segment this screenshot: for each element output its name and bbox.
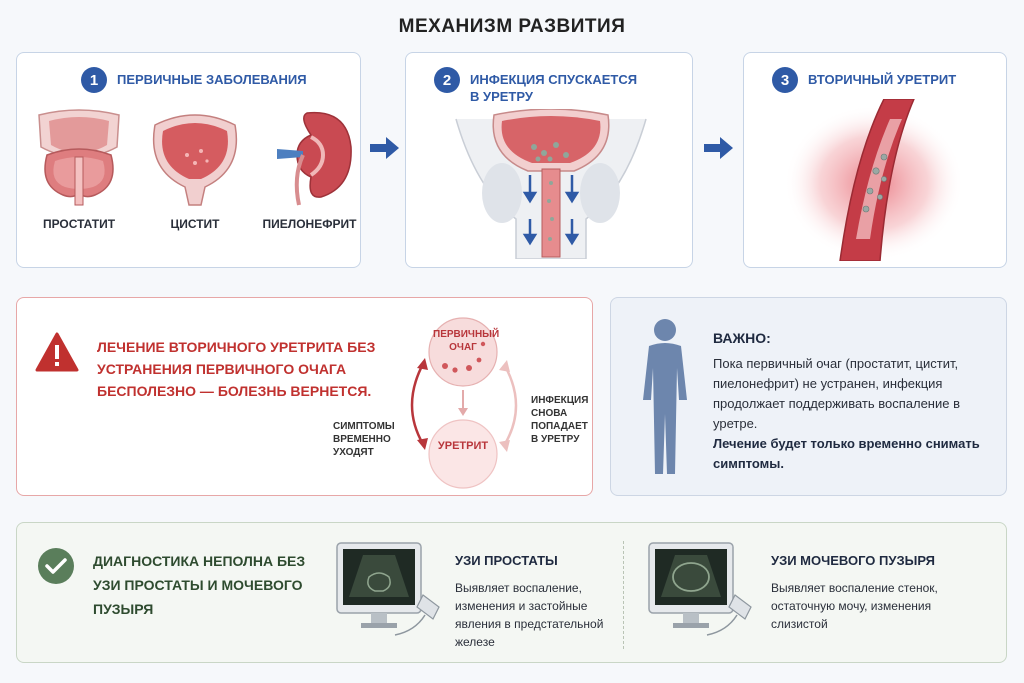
ultrasound-monitor-icon [648, 542, 752, 636]
secondary-urethritis-panel: 3 ВТОРИЧНЫЙ УРЕТРИТ [743, 52, 1007, 268]
prostate-ultrasound-body: Выявляет воспаление, изменения и застойн… [455, 581, 604, 649]
cycle-primary-focus-label: ПЕРВИЧНЫЙ ОЧАГ [433, 329, 500, 353]
kidney-illustration [277, 111, 352, 206]
cycle-symptoms-label: СИМПТОМЫ ВРЕМЕННО УХОДЯТ [333, 421, 395, 458]
step-number: 3 [772, 67, 798, 93]
important-emphasis: Лечение будет только временно снимать си… [713, 436, 980, 471]
step-number: 2 [434, 67, 460, 93]
urinary-tract-illustration [455, 109, 647, 259]
bladder-illustration [152, 114, 238, 206]
step-label: ПЕРВИЧНЫЕ ЗАБОЛЕВАНИЯ [117, 72, 307, 87]
arrow-right-icon [704, 137, 733, 159]
disease-label-pyelonephritis: ПИЕЛОНЕФРИТ [262, 217, 357, 231]
warning-icon [35, 332, 79, 372]
important-body: Пока первичный очаг (простатит, цистит, … [713, 356, 960, 431]
relapse-cycle-diagram [410, 317, 518, 489]
step-label: ВТОРИЧНЫЙ УРЕТРИТ [808, 72, 957, 87]
ultrasound-monitor-icon [336, 542, 440, 636]
step-number: 1 [81, 67, 107, 93]
diagnostics-text: ДИАГНОСТИКА НЕПОЛНА БЕЗ УЗИ ПРОСТАТЫ И М… [93, 553, 306, 617]
disease-label-prostatitis: ПРОСТАТИТ [42, 217, 116, 231]
disease-label-cystitis: ЦИСТИТ [170, 217, 220, 231]
step-label: ИНФЕКЦИЯ СПУСКАЕТСЯ В УРЕТРУ [470, 72, 638, 104]
step-2-header: 2 ИНФЕКЦИЯ СПУСКАЕТСЯ В УРЕТРУ [434, 67, 650, 105]
divider [623, 541, 624, 649]
primary-diseases-panel: 1 ПЕРВИЧНЫЕ ЗАБОЛЕВАНИЯ ПРОСТАТИТ ЦИСТИТ… [16, 52, 361, 268]
checkmark-icon [38, 548, 74, 584]
cycle-urethritis-label: УРЕТРИТ [437, 440, 489, 452]
prostate-illustration [38, 109, 120, 206]
urethra-inflammation-illustration [784, 99, 964, 261]
warning-panel: ЛЕЧЕНИЕ ВТОРИЧНОГО УРЕТРИТА БЕЗ УСТРАНЕН… [16, 297, 593, 496]
step-1-header: 1 ПЕРВИЧНЫЕ ЗАБОЛЕВАНИЯ [81, 67, 307, 93]
arrow-right-icon [370, 137, 399, 159]
bladder-ultrasound-title: УЗИ МОЧЕВОГО ПУЗЫРЯ [771, 553, 936, 568]
step-3-header: 3 ВТОРИЧНЫЙ УРЕТРИТ [772, 67, 956, 93]
important-heading: ВАЖНО: [713, 330, 771, 346]
diagnostics-panel: ДИАГНОСТИКА НЕПОЛНА БЕЗ УЗИ ПРОСТАТЫ И М… [16, 522, 1007, 663]
important-info-panel: ВАЖНО: Пока первичный очаг (простатит, ц… [610, 297, 1007, 496]
warning-text: ЛЕЧЕНИЕ ВТОРИЧНОГО УРЕТРИТА БЕЗ УСТРАНЕН… [97, 339, 376, 399]
bladder-ultrasound-body: Выявляет воспаление стенок, остаточную м… [771, 581, 938, 631]
page-title: МЕХАНИЗМ РАЗВИТИЯ [398, 16, 626, 37]
cycle-reinfection-label: ИНФЕКЦИЯ СНОВА ПОПАДАЕТ В УРЕТРУ [531, 395, 589, 445]
infection-descends-panel: 2 ИНФЕКЦИЯ СПУСКАЕТСЯ В УРЕТРУ [405, 52, 693, 268]
prostate-ultrasound-title: УЗИ ПРОСТАТЫ [455, 553, 558, 568]
person-silhouette-icon [643, 319, 687, 474]
